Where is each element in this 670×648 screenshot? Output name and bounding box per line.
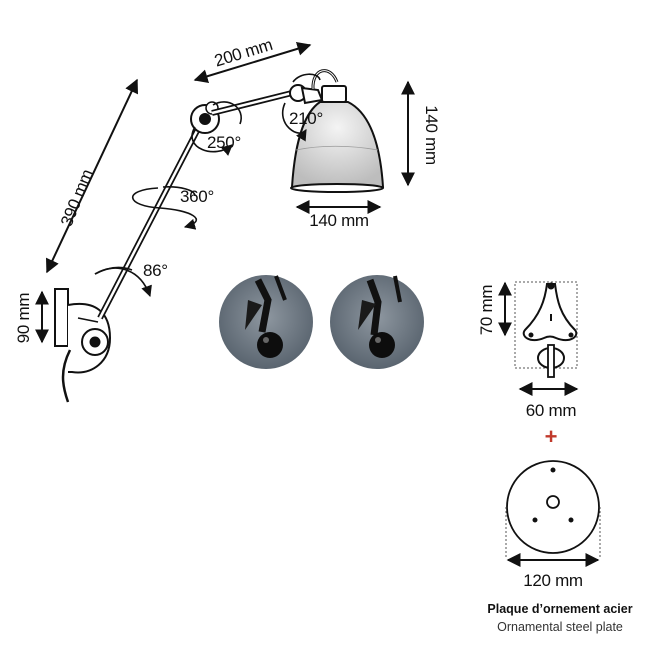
label-angle-rotation: 360° <box>180 187 214 206</box>
dimension-lines <box>35 41 415 344</box>
cable <box>61 349 72 403</box>
caption-french: Plaque d’ornement acier <box>487 602 633 616</box>
label-angle-elbow: 250° <box>207 133 241 152</box>
label-angle-base: 86° <box>143 261 168 280</box>
angle-arcs <box>94 73 321 298</box>
label-plate-height: 70 mm <box>477 285 496 336</box>
lamp-drawing <box>54 69 385 403</box>
shade-socket <box>321 85 347 103</box>
label-shade-height: 140 mm <box>422 105 441 165</box>
wall-plate <box>54 288 69 347</box>
label-rosette-diameter: 120 mm <box>523 571 583 590</box>
detail-photo-right <box>330 275 424 369</box>
label-angle-head: 210° <box>289 109 323 128</box>
label-plate-width: 60 mm <box>526 401 577 420</box>
detail-photo-left <box>219 275 313 369</box>
mounting-bracket <box>498 281 579 396</box>
ornamental-rosette <box>505 460 601 567</box>
label-base-height: 90 mm <box>14 293 33 344</box>
label-shade-width: 140 mm <box>309 211 369 230</box>
plus-sign: + <box>545 424 558 449</box>
label-arm-length: 390 mm <box>57 167 97 230</box>
caption-english: Ornamental steel plate <box>497 620 623 634</box>
